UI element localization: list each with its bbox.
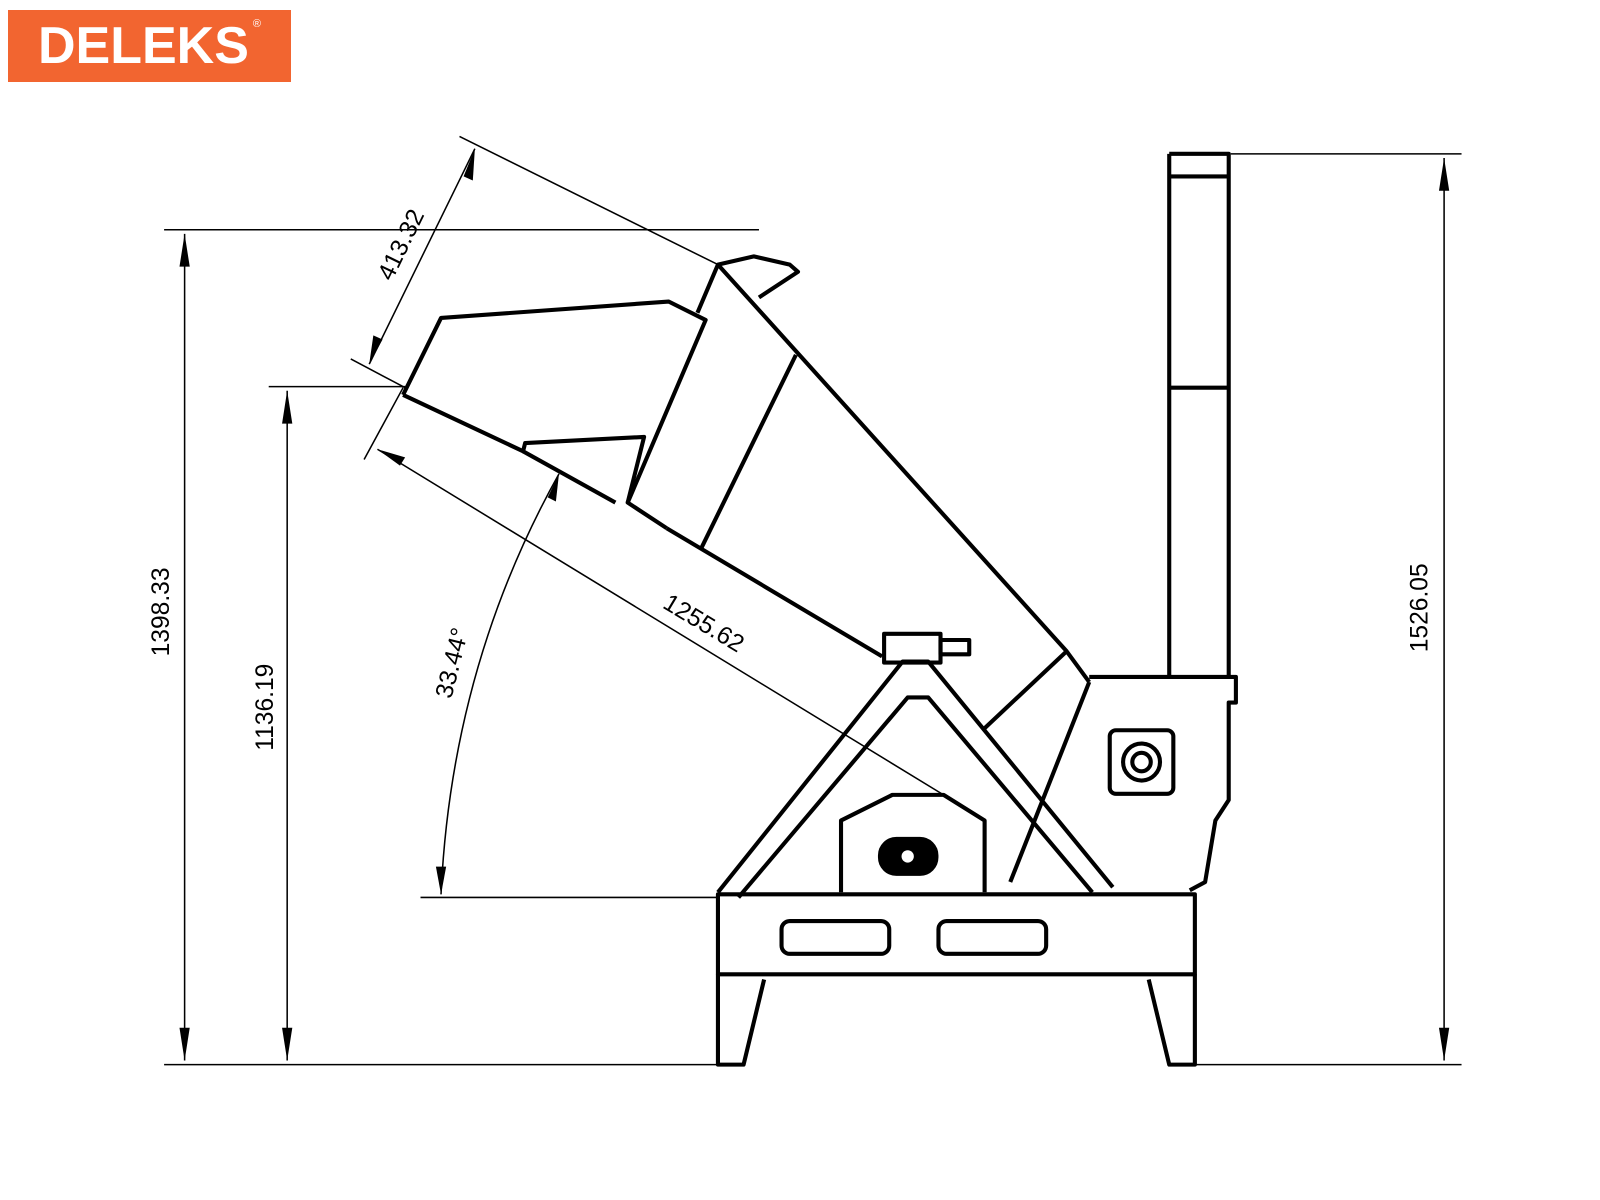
chute-height-label: 1526.05 [1407,563,1434,652]
registered-mark: ® [252,18,262,30]
dimension-arrows [179,148,1450,1061]
logo-text: DELEKS [37,17,249,75]
deleks-logo: DELEKS ® [8,10,291,82]
machine-outline [401,151,1238,1067]
hopper-height-label: 1136.19 [252,664,279,751]
dimension-lines [164,135,1462,1066]
hopper-width-label: 413.32 [373,205,430,284]
dimension-labels: 1398.33 1136.19 1526.05 413.32 1255.62 3… [148,205,1433,751]
overall-height-label: 1398.33 [148,567,175,656]
feed-angle-label: 33.44° [431,625,474,701]
